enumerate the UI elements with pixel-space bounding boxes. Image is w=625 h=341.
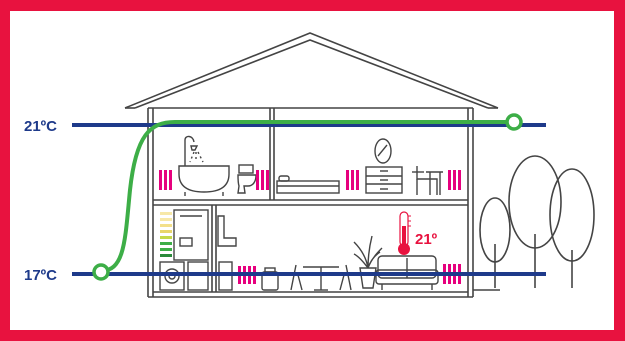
start-point-marker [94,265,108,279]
mirror-icon [375,139,391,163]
bed-icon [277,176,339,193]
dining-table-icon [291,265,351,290]
lower-temp-label: 17ºC [24,267,57,284]
trees [480,156,594,288]
radiator-icon [256,170,269,190]
bathtub-shower-icon [179,136,229,196]
toilet-icon [238,165,256,193]
radiator-icon [448,170,461,190]
chair-icon [412,166,443,195]
upper-temp-label: 21ºC [24,118,57,135]
storage-jar-icon [262,268,278,290]
thermometer-icon [398,212,411,255]
thermostat-reading: 21º [415,231,438,248]
boiler-level-bars [160,212,172,257]
boiler-icon [174,210,208,260]
tree-icon [509,156,561,288]
house-outline-icon [125,33,500,297]
extractor-hood [218,216,236,246]
radiator-icon [159,170,172,190]
dresser-icon [366,167,402,193]
radiator-icon [346,170,359,190]
end-point-marker [507,115,521,129]
